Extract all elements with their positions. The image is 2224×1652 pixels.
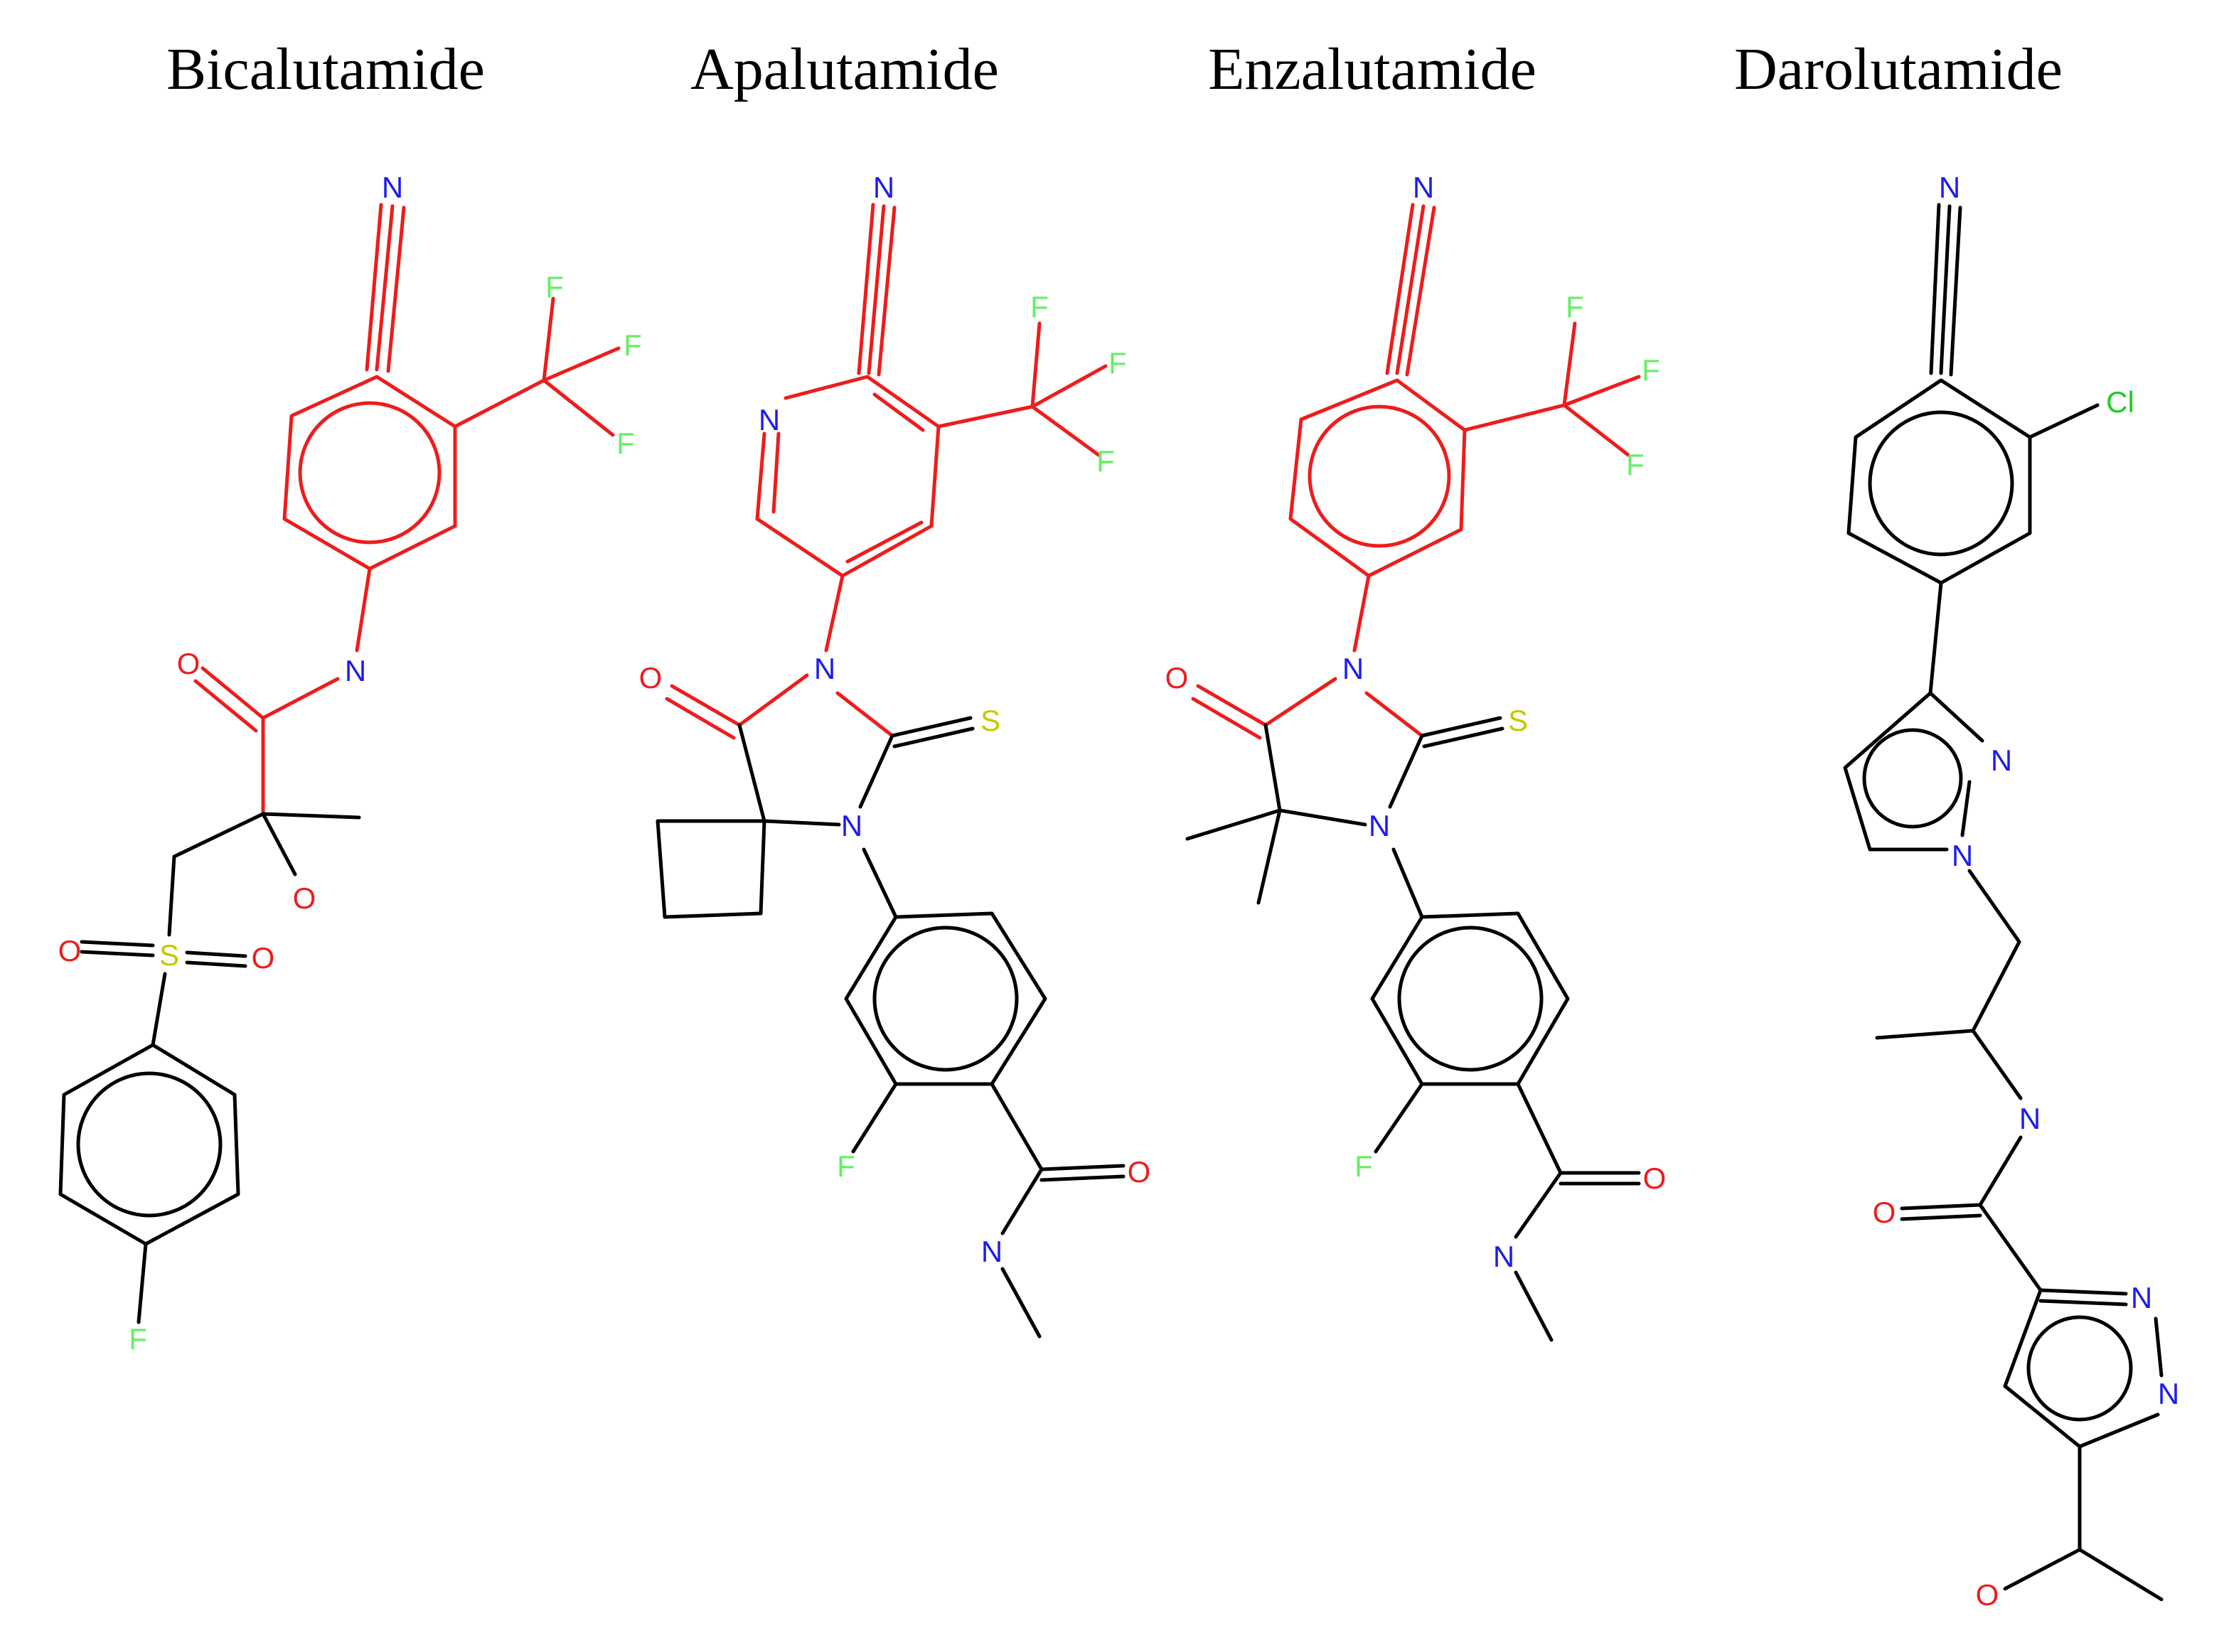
atom-label-o: O [252,941,275,975]
atom-label-o: O [1976,1578,1999,1611]
atom-label-n: N [1493,1240,1514,1273]
atom-label-n: N [759,403,780,436]
title-bicalutamide: Bicalutamide [166,36,485,102]
atom-label-f: F [1096,444,1115,478]
bicalutamide-atom-labels: N F F F N O O S O O F [58,171,642,1356]
structure-darolutamide: N Cl N N N O N N O [1843,171,2180,1611]
atom-label-n: N [873,171,894,204]
atom-label-n: N [1413,171,1434,204]
enzalutamide-atom-labels: N F F F N O S N F O N [1165,171,1667,1273]
atom-label-n: N [1991,744,2012,777]
apalutamide-plain-bonds [656,716,1126,1339]
atom-label-n: N [2131,1281,2152,1314]
apalutamide-atom-labels: N N F F F N O S N F O N [639,171,1151,1268]
atom-label-cl: Cl [2106,385,2134,419]
atom-label-n: N [2158,1377,2179,1410]
atom-label-n: N [814,652,835,685]
atom-label-f: F [1566,290,1584,323]
darolutamide-atom-labels: N Cl N N N O N N O [1873,171,2180,1611]
atom-label-o: O [1128,1155,1151,1189]
atom-label-f: F [837,1149,855,1183]
enzalutamide-plain-bonds [1185,716,1641,1342]
atom-label-o: O [639,661,663,694]
atom-label-o: O [1165,661,1189,694]
structure-apalutamide: N N F F F N O S N F O N [639,171,1151,1339]
atom-label-o: O [1873,1196,1896,1229]
atom-label-f: F [1108,346,1127,380]
atom-label-n: N [1952,839,1973,872]
atom-label-s: S [1508,704,1528,737]
atom-label-o: O [293,881,316,915]
apalutamide-highlighted-bonds [665,203,1108,740]
atom-label-f: F [1030,290,1049,323]
structure-bicalutamide: N F F F N O O S O O F [58,171,642,1356]
atom-label-f: F [1642,353,1660,387]
atom-label-s: S [980,704,1000,737]
bicalutamide-plain-bonds [58,812,361,1324]
atom-label-n: N [841,809,862,842]
atom-label-n: N [382,171,403,204]
atom-label-f: F [624,328,642,362]
atom-label-s: S [159,938,179,972]
atom-label-o: O [58,934,82,967]
atom-label-n: N [1939,171,1960,204]
atom-label-n: N [2019,1102,2041,1135]
atom-label-n: N [981,1235,1003,1268]
darolutamide-bonds [1843,203,2164,1602]
atom-label-f: F [545,270,564,304]
atom-label-f: F [129,1322,147,1356]
atom-label-n: N [345,654,366,687]
enzalutamide-highlighted-bonds [1191,203,1641,740]
title-enzalutamide: Enzalutamide [1208,36,1536,102]
atom-label-n: N [1342,652,1364,685]
atom-label-o: O [1643,1162,1667,1195]
atom-label-n: N [1369,809,1390,842]
atom-label-f: F [1354,1149,1373,1183]
title-darolutamide: Darolutamide [1734,36,2063,102]
atom-label-f: F [616,427,635,460]
atom-label-o: O [177,647,201,680]
bicalutamide-highlighted-bonds [193,203,621,816]
title-apalutamide: Apalutamide [690,36,999,102]
atom-label-f: F [1626,448,1645,481]
structure-enzalutamide: N F F F N O S N F O N [1165,171,1667,1342]
